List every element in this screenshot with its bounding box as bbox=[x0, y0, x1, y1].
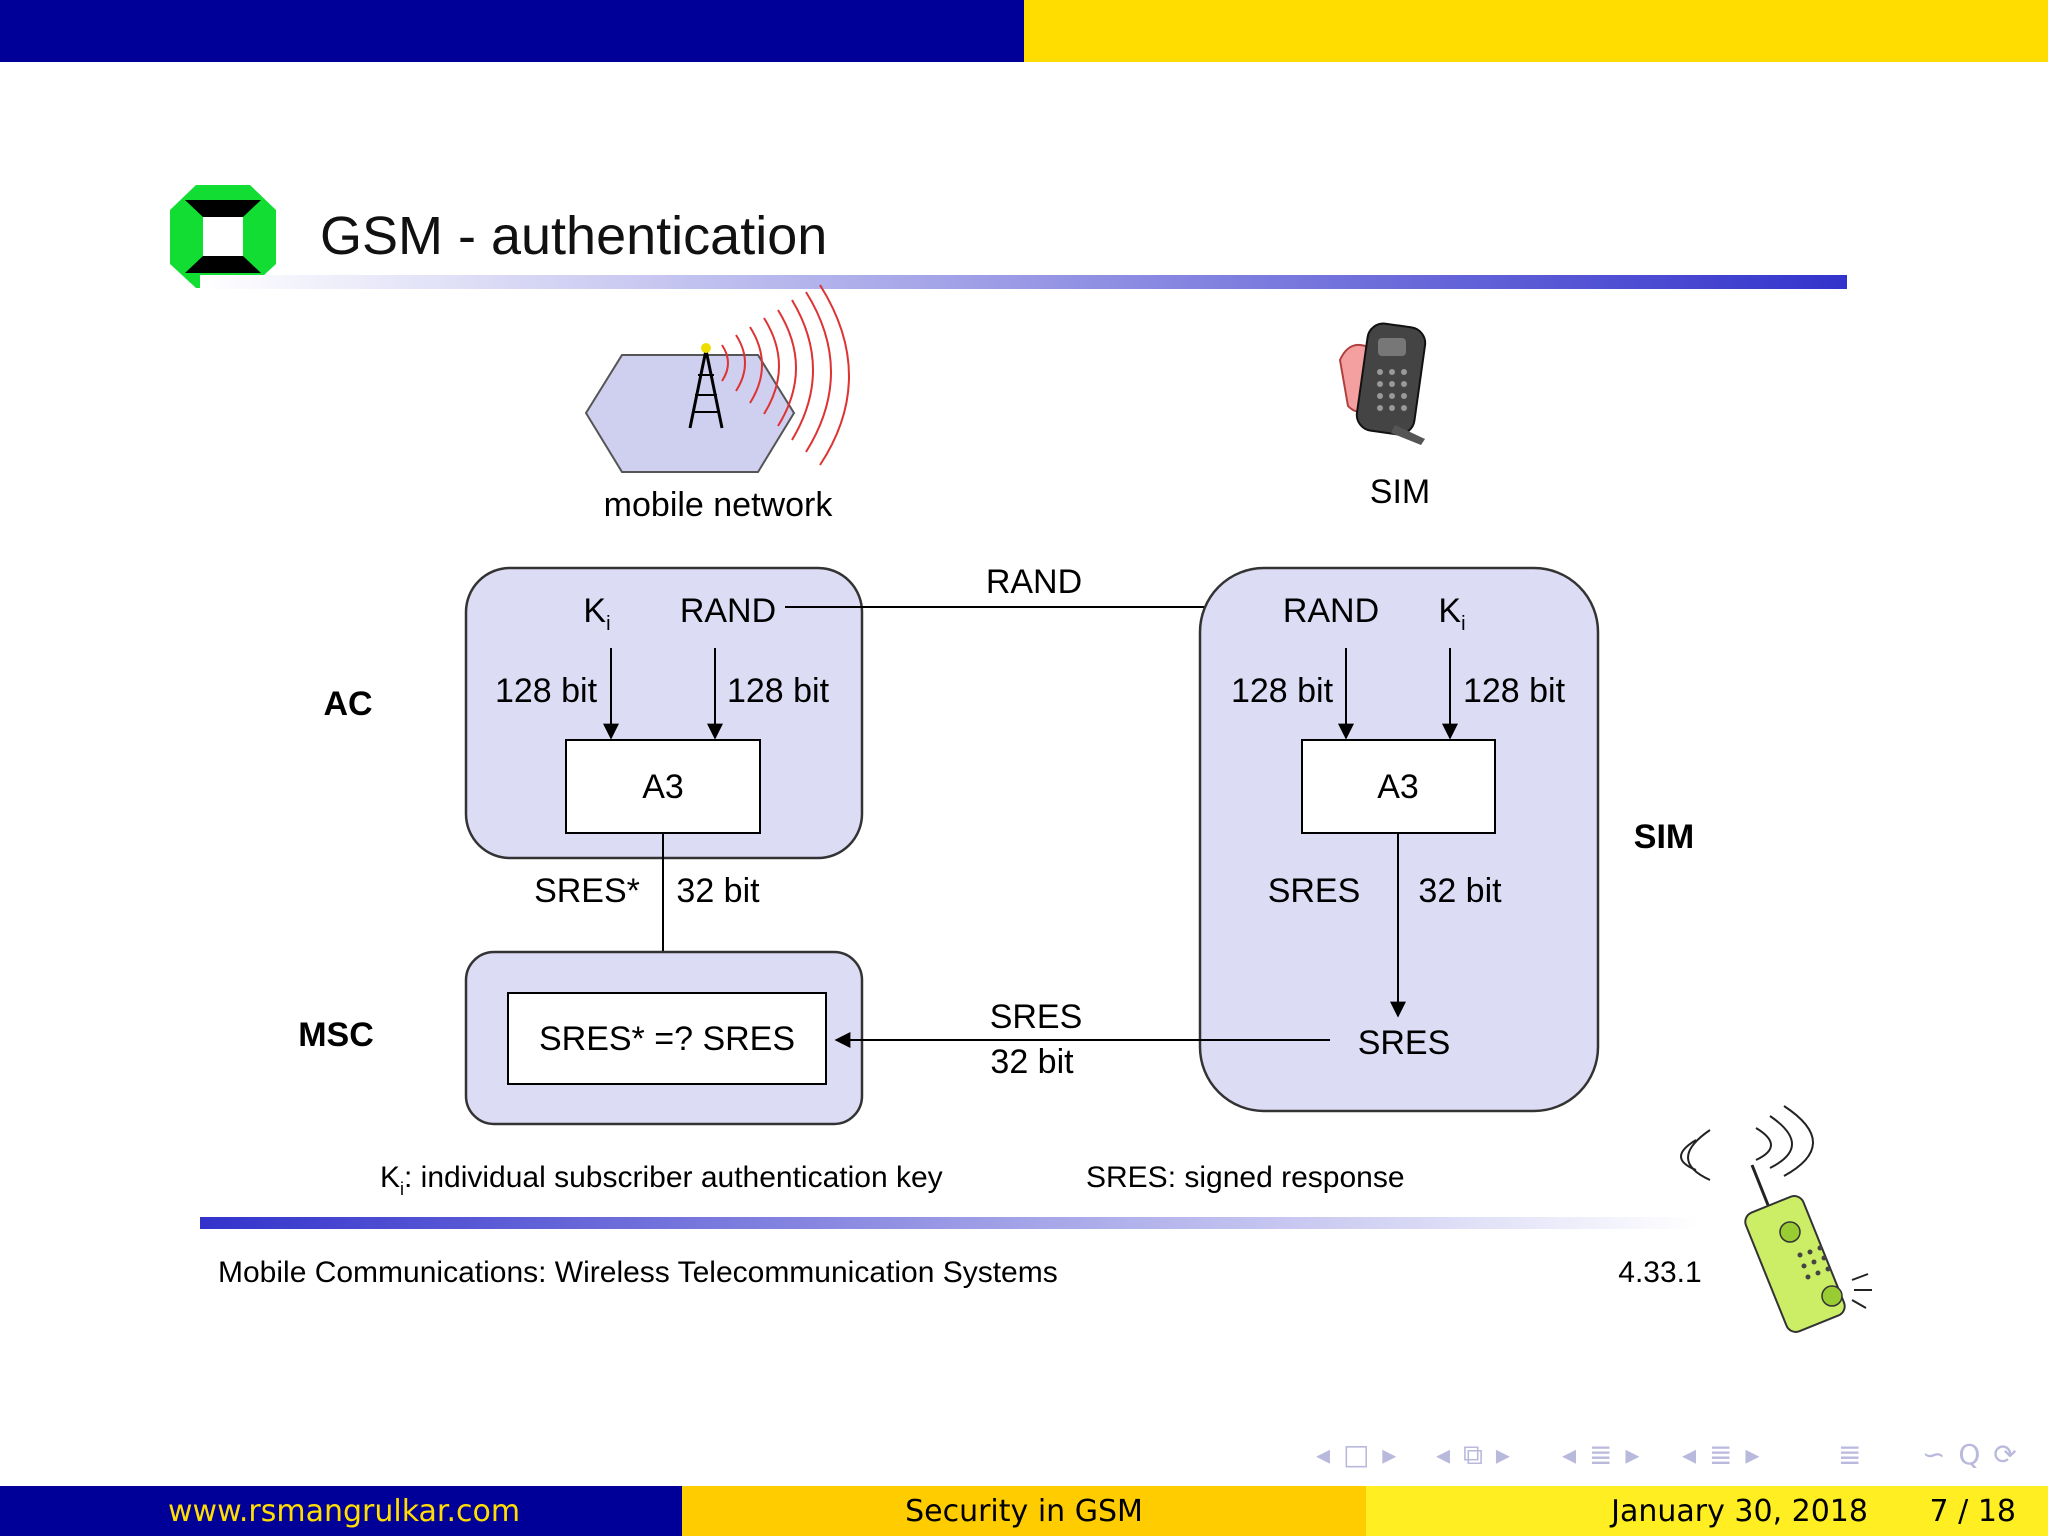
sim-side-label: SIM bbox=[1634, 818, 1694, 856]
sres-star-bits: 32 bit bbox=[676, 872, 760, 910]
sres-arrow-label: SRES bbox=[990, 998, 1083, 1036]
ac-rand-label: RAND bbox=[680, 592, 776, 630]
footer-title: Security in GSM bbox=[682, 1486, 1366, 1536]
msc-box: SRES* =? SRES bbox=[464, 950, 864, 1126]
nav-outline-icon[interactable]: ≣ bbox=[1838, 1438, 1864, 1471]
nav-subsection-controls[interactable]: ◂ ⧉ ▸ bbox=[1436, 1438, 1512, 1471]
nav-frame-controls[interactable]: ◂ □ ▸ bbox=[1316, 1438, 1399, 1471]
sim-box: RAND Ki 128 bit 128 bit A3 SRES 32 bit S… bbox=[1198, 566, 1600, 1113]
legend-sres: SRES: signed response bbox=[1086, 1161, 1405, 1194]
sim-icon-label: SIM bbox=[1370, 473, 1430, 511]
sim-ki-label: Ki bbox=[1438, 592, 1465, 635]
ac-box: Ki RAND 128 bit 128 bit A3 bbox=[464, 566, 864, 860]
sim-sres-bits: 32 bit bbox=[1418, 872, 1502, 910]
ac-ki-label: Ki bbox=[583, 592, 610, 635]
footer-page-number: 7 / 18 bbox=[1929, 1494, 2016, 1529]
sres-star-label: SRES* bbox=[534, 872, 640, 910]
bottom-caption: Mobile Communications: Wireless Telecomm… bbox=[218, 1256, 1058, 1289]
ac-rand-bits: 128 bit bbox=[727, 672, 830, 710]
rand-arrow-label: RAND bbox=[986, 563, 1082, 601]
bottom-rule bbox=[200, 1217, 1700, 1229]
msc-compare: SRES* =? SRES bbox=[539, 1020, 795, 1058]
slide-title: GSM - authentication bbox=[320, 206, 827, 266]
mobile-network-label: mobile network bbox=[604, 486, 834, 524]
footer-date: January 30, 2018 bbox=[1611, 1494, 1868, 1529]
ac-a3-label: A3 bbox=[642, 768, 684, 806]
title-rule bbox=[200, 275, 1847, 289]
university-logo-icon bbox=[170, 185, 276, 288]
phone-in-hand-icon bbox=[1338, 322, 1427, 445]
slide-code: 4.33.1 bbox=[1618, 1256, 1701, 1289]
header-bar-right bbox=[1024, 0, 2048, 62]
cordless-phone-icon bbox=[1680, 1105, 1872, 1333]
sim-sres-output: SRES bbox=[1358, 1024, 1451, 1062]
header-bar bbox=[0, 0, 2048, 62]
cell-tower-icon bbox=[584, 284, 850, 473]
legend-ki: Ki: individual subscriber authentication… bbox=[380, 1161, 943, 1199]
sres-arrow-bits: 32 bit bbox=[990, 1043, 1074, 1081]
ac-ki-bits: 128 bit bbox=[495, 672, 598, 710]
sim-sres-label: SRES bbox=[1268, 872, 1361, 910]
footer-bar: www.rsmangrulkar.com Security in GSM Jan… bbox=[0, 1486, 2048, 1536]
footer-right: January 30, 2018 7 / 18 bbox=[1366, 1486, 2048, 1536]
nav-search-icon[interactable]: ∽ Q ⟳ bbox=[1922, 1438, 2019, 1471]
sim-rand-bits: 128 bit bbox=[1231, 672, 1334, 710]
sim-ki-bits: 128 bit bbox=[1463, 672, 1566, 710]
footer-website[interactable]: www.rsmangrulkar.com bbox=[168, 1494, 521, 1529]
footer-left: www.rsmangrulkar.com bbox=[0, 1486, 682, 1536]
sim-a3-label: A3 bbox=[1377, 768, 1419, 806]
nav-section-controls[interactable]: ◂ ≣ ▸ bbox=[1562, 1438, 1642, 1471]
msc-label: MSC bbox=[298, 1016, 374, 1054]
sim-rand-label: RAND bbox=[1283, 592, 1379, 630]
header-bar-left bbox=[0, 0, 1024, 62]
nav-subsubsection-controls[interactable]: ◂ ≣ ▸ bbox=[1682, 1438, 1762, 1471]
ac-label: AC bbox=[323, 685, 372, 723]
